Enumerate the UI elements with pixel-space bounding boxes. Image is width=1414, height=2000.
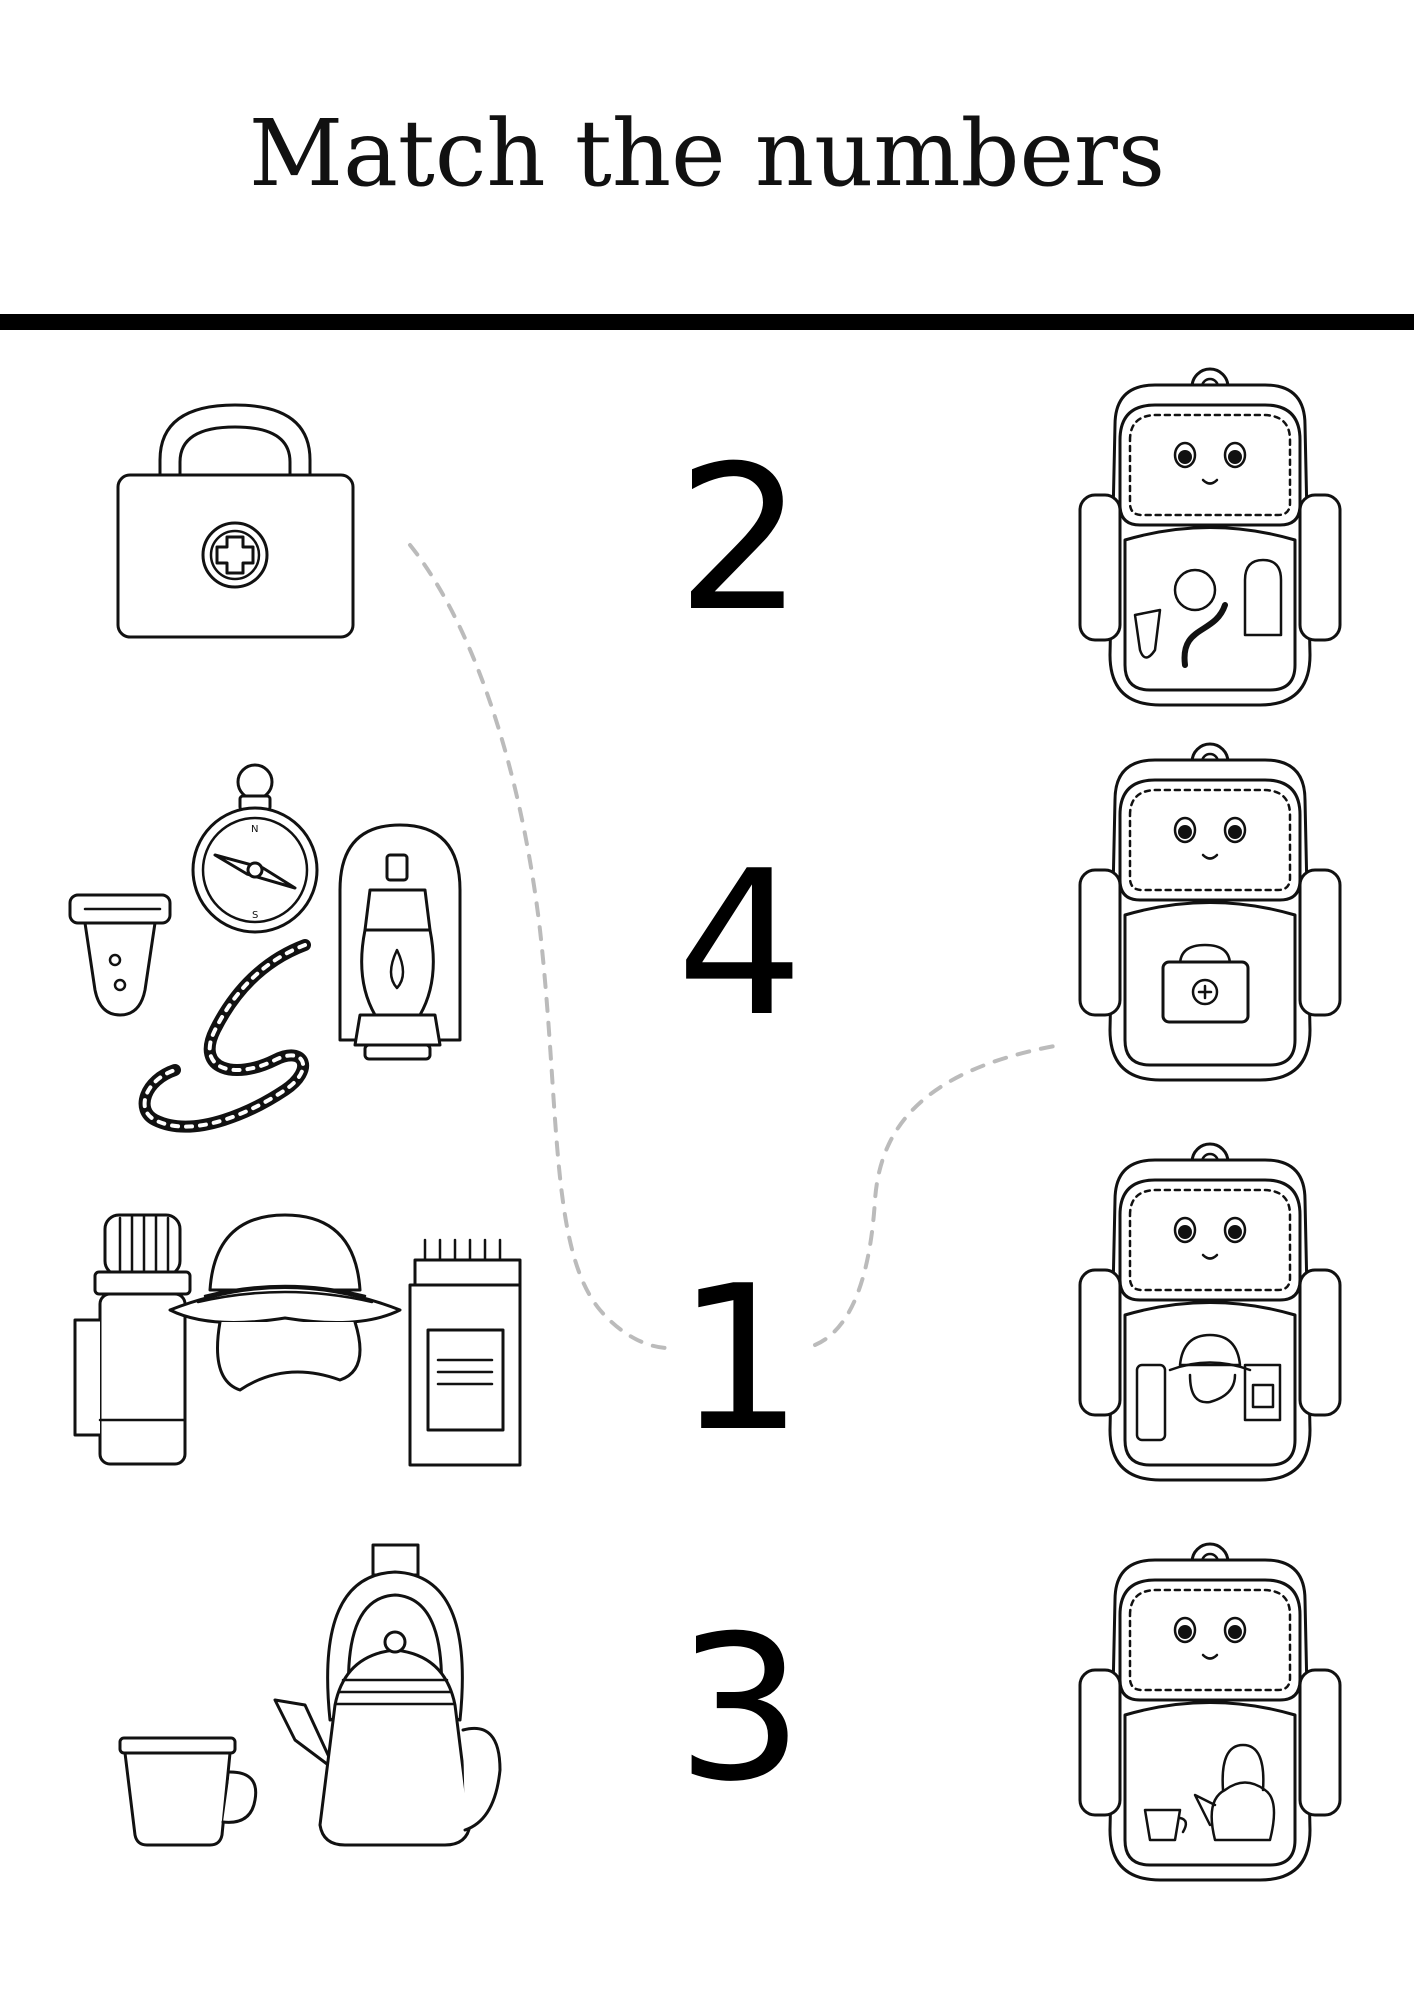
lantern-icon [338, 823, 462, 1061]
number-2[interactable]: 2 [676, 423, 804, 656]
cup-icon [118, 1736, 258, 1847]
title-divider [0, 314, 1414, 330]
dashed-line-right [813, 1043, 1062, 1347]
mini-first-aid-kit-icon [1161, 943, 1250, 1024]
page-title: Match the numbers [248, 100, 1166, 207]
backpack-first-aid-icon[interactable] [1075, 740, 1345, 1090]
first-aid-kit-icon[interactable] [115, 400, 365, 645]
kettle-cup-icon[interactable] [115, 1540, 515, 1855]
matchbox-icon [408, 1238, 522, 1467]
svg-text:N: N [251, 824, 258, 835]
mini-kettle-cup-icon [1143, 1743, 1276, 1842]
backpack-body [1078, 742, 1342, 1082]
rope-icon [138, 939, 311, 1133]
kettle-icon [273, 1543, 502, 1847]
compass-icon: N S [191, 763, 319, 934]
thermos-icon [73, 1213, 192, 1466]
dashed-line-left [408, 543, 670, 1350]
number-4[interactable]: 4 [676, 828, 804, 1061]
backpack-thermos-hat-matches-icon[interactable] [1075, 1140, 1345, 1490]
number-3[interactable]: 3 [676, 1593, 804, 1826]
mini-thermos-hat-matches-icon [1135, 1333, 1282, 1442]
backpack-body [1078, 1142, 1342, 1482]
backpack-camping-tools-icon[interactable] [1075, 365, 1345, 715]
backpack-kettle-cup-icon[interactable] [1075, 1540, 1345, 1890]
backpack-body [1078, 367, 1342, 707]
svg-text:S: S [252, 910, 258, 921]
bucket-hat-icon [168, 1213, 402, 1392]
backpack-body [1078, 1542, 1342, 1882]
thermos-hat-matches-icon[interactable] [70, 1210, 530, 1470]
number-1[interactable]: 1 [676, 1243, 804, 1476]
flashlight-icon [68, 893, 172, 1017]
mini-camping-tools-icon [1133, 558, 1283, 668]
camping-tools-icon[interactable]: N S [65, 760, 465, 1160]
